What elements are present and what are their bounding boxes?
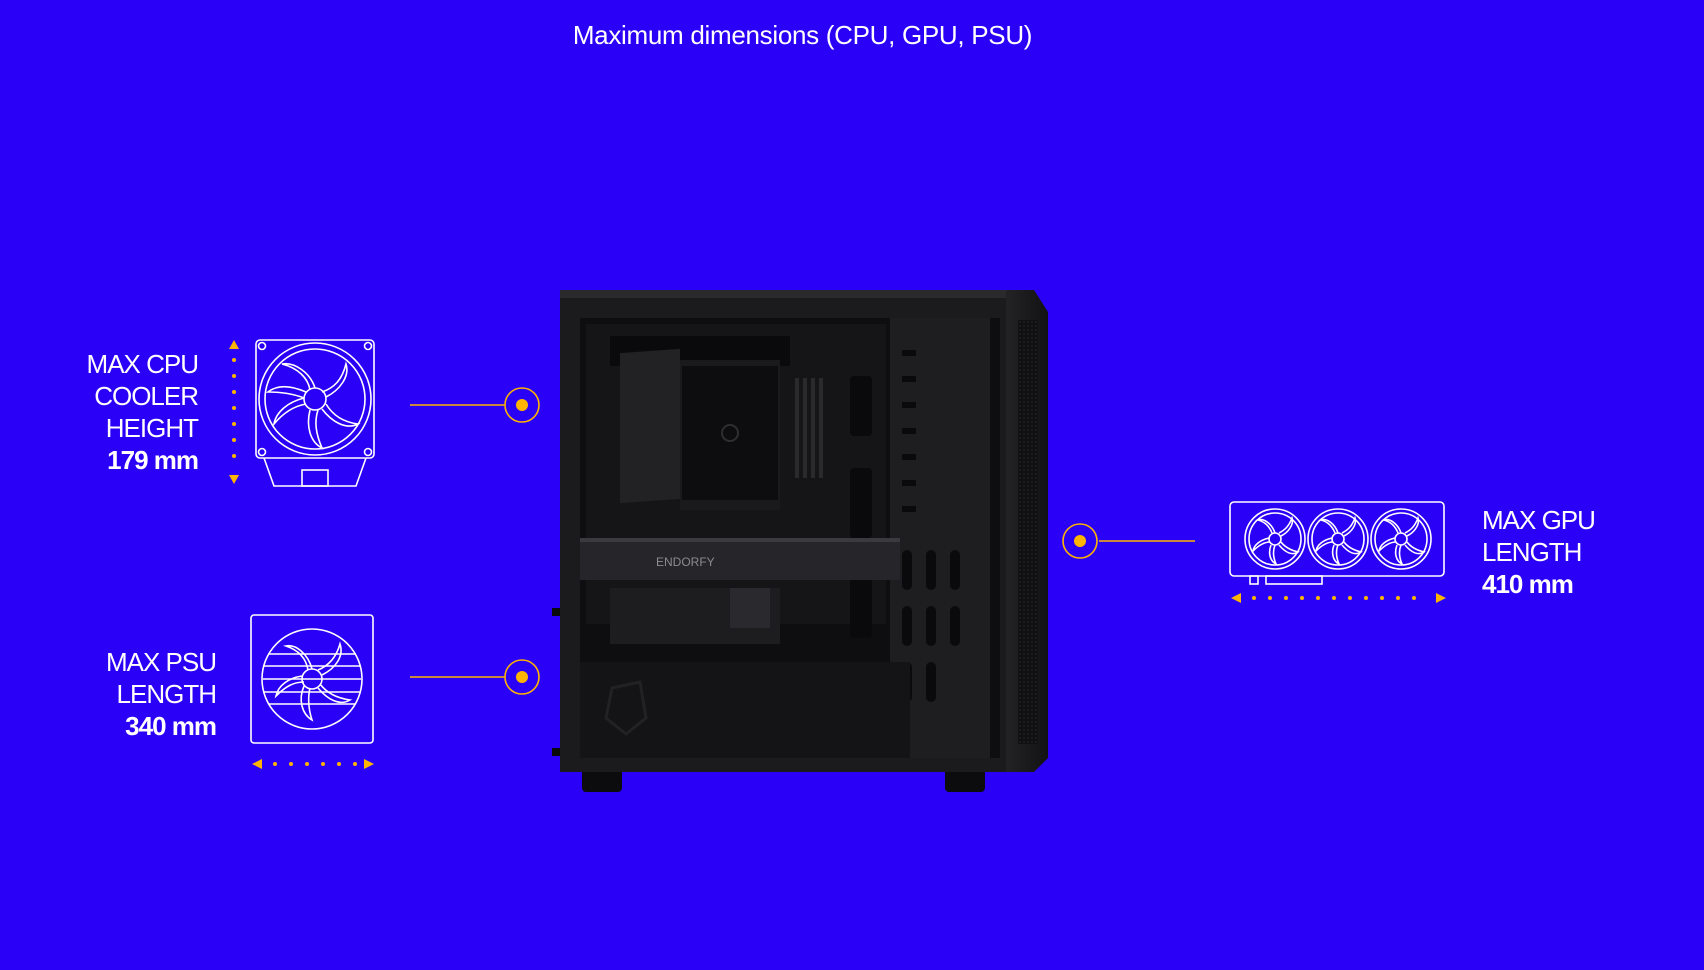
pc-case-image: ENDORFY xyxy=(552,290,1048,792)
cpu-spec-line-2: COOLER xyxy=(94,381,199,411)
cpu-hotspot[interactable] xyxy=(503,386,541,424)
psu-spec: MAX PSU LENGTH 340 mm xyxy=(80,646,217,742)
gpu-brand-label: ENDORFY xyxy=(656,555,715,569)
gpu-spec-line-1: MAX GPU xyxy=(1482,505,1596,535)
psu-spec-line-2: LENGTH xyxy=(116,679,217,709)
cpu-spec: MAX CPU COOLER HEIGHT 179 mm xyxy=(70,348,199,476)
gpu-length-arrow xyxy=(1231,593,1446,603)
cpu-height-arrow xyxy=(229,340,239,484)
psu-icon xyxy=(250,614,374,769)
page-title: Maximum dimensions (CPU, GPU, PSU) xyxy=(572,20,1033,50)
gpu-spec-value: 410 mm xyxy=(1482,569,1574,599)
psu-hotspot[interactable] xyxy=(503,658,541,696)
cpu-spec-line-1: MAX CPU xyxy=(86,349,199,379)
gpu-icon xyxy=(1229,501,1446,603)
cpu-cooler-icon xyxy=(229,339,375,487)
psu-length-arrow xyxy=(252,759,374,769)
gpu-spec: MAX GPU LENGTH 410 mm xyxy=(1482,504,1662,600)
cpu-spec-value: 179 mm xyxy=(107,445,199,475)
gpu-spec-line-2: LENGTH xyxy=(1482,537,1582,567)
cpu-spec-line-3: HEIGHT xyxy=(105,413,199,443)
psu-spec-value: 340 mm xyxy=(125,711,217,741)
gpu-hotspot[interactable] xyxy=(1061,522,1099,560)
psu-spec-line-1: MAX PSU xyxy=(105,647,217,677)
